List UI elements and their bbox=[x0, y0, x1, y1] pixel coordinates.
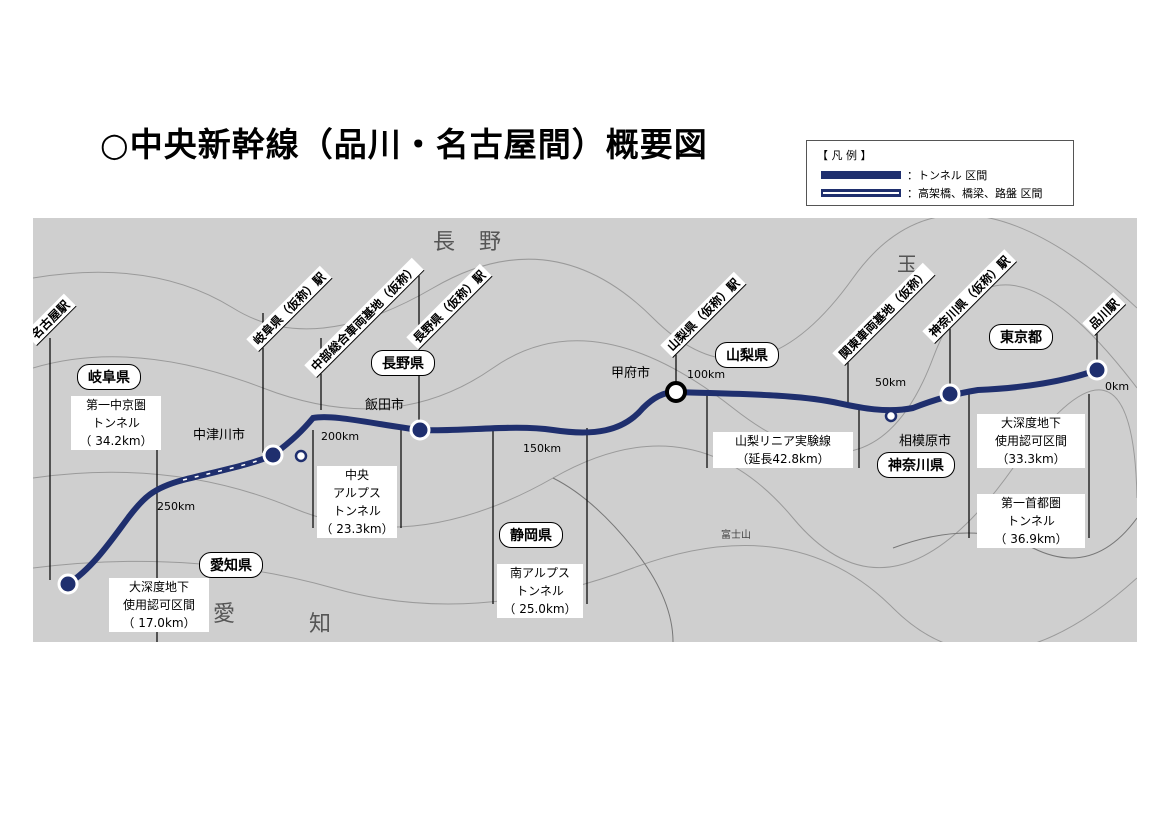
legend-elevated-label: ：高架橋、橋梁、路盤 区間 bbox=[907, 187, 1043, 200]
map-char-naga: 長 bbox=[433, 230, 456, 255]
section-south-alps-name: 南アルプス トンネル bbox=[510, 566, 570, 598]
km-250: 250km bbox=[157, 500, 196, 513]
section-test-line: 山梨リニア実験線 （延長42.8km） bbox=[713, 432, 853, 468]
station-marker-gifu bbox=[262, 444, 284, 466]
section-tokyo-deep-length: （33.3km） bbox=[996, 452, 1066, 466]
station-marker-nagano bbox=[409, 419, 431, 441]
km-0: 0km bbox=[1105, 380, 1130, 393]
section-shutoken-tunnel: 第一首都圏 トンネル （ 36.9km） bbox=[977, 494, 1085, 548]
pref-aichi: 愛知県 bbox=[199, 552, 263, 578]
map-char-no: 野 bbox=[479, 230, 502, 255]
section-tokyo-deep: 大深度地下 使用認可区間 （33.3km） bbox=[977, 414, 1085, 468]
section-chukyo-length: （ 34.2km） bbox=[79, 434, 153, 448]
station-markers bbox=[57, 359, 1108, 595]
section-shutoken-length: （ 36.9km） bbox=[994, 532, 1068, 546]
legend: 【 凡 例 】 ：トンネル 区間 ：高架橋、橋梁、路盤 区間 bbox=[806, 140, 1074, 206]
km-200: 200km bbox=[321, 430, 360, 443]
city-kofu: 甲府市 bbox=[611, 366, 651, 381]
city-nakatsugawa: 中津川市 bbox=[193, 428, 246, 443]
pref-tokyo: 東京都 bbox=[989, 324, 1053, 350]
pref-shizuoka: 静岡県 bbox=[499, 522, 563, 548]
depot-marker-chubu bbox=[294, 449, 308, 463]
legend-title: 【 凡 例 】 bbox=[817, 149, 872, 162]
section-test-line-length: （延長42.8km） bbox=[736, 452, 830, 466]
section-central-alps-length: （ 23.3km） bbox=[320, 522, 394, 536]
legend-tunnel-row: ：トンネル 区間 bbox=[821, 167, 987, 183]
section-south-alps-length: （ 25.0km） bbox=[503, 602, 577, 616]
station-marker-nagoya bbox=[57, 573, 79, 595]
section-central-alps-name: 中央 アルプス トンネル bbox=[333, 468, 381, 518]
section-test-line-name: 山梨リニア実験線 bbox=[734, 434, 831, 448]
legend-tunnel-label: ：トンネル 区間 bbox=[907, 169, 988, 182]
legend-elevated-row: ：高架橋、橋梁、路盤 区間 bbox=[821, 185, 1043, 201]
section-chukyo-tunnel: 第一中京圏 トンネル （ 34.2km） bbox=[71, 396, 161, 450]
km-50: 50km bbox=[875, 376, 907, 389]
city-iida: 飯田市 bbox=[365, 398, 405, 413]
map-char-chi: 知 bbox=[309, 612, 332, 637]
tunnel-swatch bbox=[821, 171, 901, 179]
section-nagoya-deep: 大深度地下 使用認可区間 （ 17.0km） bbox=[109, 578, 209, 632]
pref-nagano: 長野県 bbox=[371, 350, 435, 376]
section-chukyo-name: 第一中京圏 トンネル bbox=[85, 398, 146, 430]
section-nagoya-deep-length: （ 17.0km） bbox=[122, 616, 196, 630]
km-150: 150km bbox=[523, 442, 562, 455]
pref-gifu: 岐阜県 bbox=[77, 364, 141, 390]
section-nagoya-deep-name: 大深度地下 使用認可区間 bbox=[122, 580, 195, 612]
route-line bbox=[65, 367, 1100, 587]
section-shutoken-name: 第一首都圏 トンネル bbox=[1000, 496, 1061, 528]
station-marker-kanagawa bbox=[939, 383, 961, 405]
elevated-swatch bbox=[821, 189, 901, 197]
section-central-alps-tunnel: 中央 アルプス トンネル （ 23.3km） bbox=[317, 466, 397, 538]
section-tokyo-deep-name: 大深度地下 使用認可区間 bbox=[994, 416, 1067, 448]
section-south-alps-tunnel: 南アルプス トンネル （ 25.0km） bbox=[497, 564, 583, 618]
map-char-tama: 玉 bbox=[897, 252, 917, 276]
route-map[interactable]: 長 野 玉 愛 知 富士山 名古屋駅 岐阜県（仮称）駅 中部総合車両基地（仮称）… bbox=[33, 218, 1137, 642]
map-char-ai: 愛 bbox=[213, 602, 236, 627]
station-marker-shinagawa bbox=[1086, 359, 1108, 381]
map-label-fuji: 富士山 bbox=[721, 530, 751, 541]
city-sagamihara: 相模原市 bbox=[899, 434, 952, 449]
pref-kanagawa: 神奈川県 bbox=[877, 452, 955, 478]
depot-marker-kanto bbox=[884, 409, 898, 423]
station-marker-yamanashi bbox=[665, 381, 687, 403]
km-100: 100km bbox=[687, 368, 726, 381]
pref-yamanashi: 山梨県 bbox=[715, 342, 779, 368]
page-title: ○中央新幹線（品川・名古屋間）概要図 bbox=[100, 125, 708, 164]
